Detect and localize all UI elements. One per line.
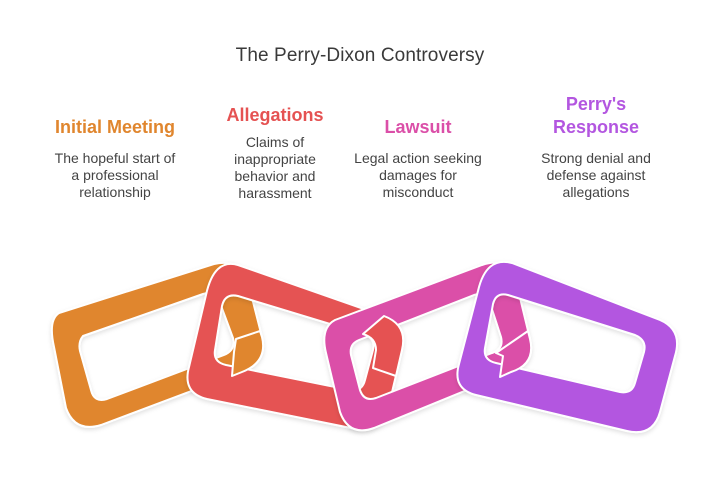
chain-link-overlap-3 bbox=[495, 330, 533, 378]
stage-description: Legal action seeking damages for miscond… bbox=[354, 150, 482, 200]
chain-link-overlap-1 bbox=[231, 330, 264, 377]
stage-title: Lawsuit bbox=[384, 117, 452, 137]
stage-description: The hopeful start of a professional rela… bbox=[54, 150, 176, 200]
stage-initial-meeting: Initial Meeting The hopeful start of a p… bbox=[30, 116, 200, 201]
chain-link-overlap-2 bbox=[362, 315, 405, 377]
stage-title: Allegations bbox=[226, 105, 324, 125]
stage-allegations: Allegations Claims of inappropriate beha… bbox=[190, 104, 360, 202]
chain-link-perrys-response bbox=[456, 260, 679, 434]
stage-title: Initial Meeting bbox=[54, 117, 175, 137]
stage-description: Strong denial and defense against allega… bbox=[541, 150, 651, 200]
diagram-title: The Perry-Dixon Controversy bbox=[235, 45, 485, 66]
stage-perrys-response: Perry's Response Strong denial and defen… bbox=[511, 93, 681, 201]
stage-description: Claims of inappropriate behavior and har… bbox=[234, 134, 316, 201]
stage-title: Perry's Response bbox=[552, 94, 640, 137]
stage-lawsuit: Lawsuit Legal action seeking damages for… bbox=[333, 116, 503, 201]
